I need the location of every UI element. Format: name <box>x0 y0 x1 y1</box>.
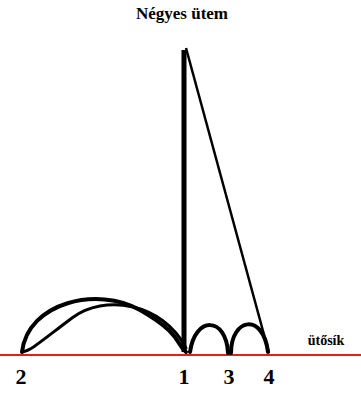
plane-label: ütősík <box>306 333 347 349</box>
diagram-title: Négyes ütem <box>136 4 228 24</box>
beat-number: 3 <box>224 364 235 390</box>
stroke-curve <box>22 299 186 352</box>
stroke-curve <box>22 305 186 352</box>
stroke-down <box>186 48 269 353</box>
stroke-loop <box>190 325 228 353</box>
beat-number: 4 <box>264 364 275 390</box>
beat-plane-line <box>0 354 361 356</box>
beat-number: 1 <box>179 364 190 390</box>
stroke-up <box>182 50 187 352</box>
beat-number: 2 <box>16 364 27 390</box>
stroke-loop <box>231 324 268 353</box>
